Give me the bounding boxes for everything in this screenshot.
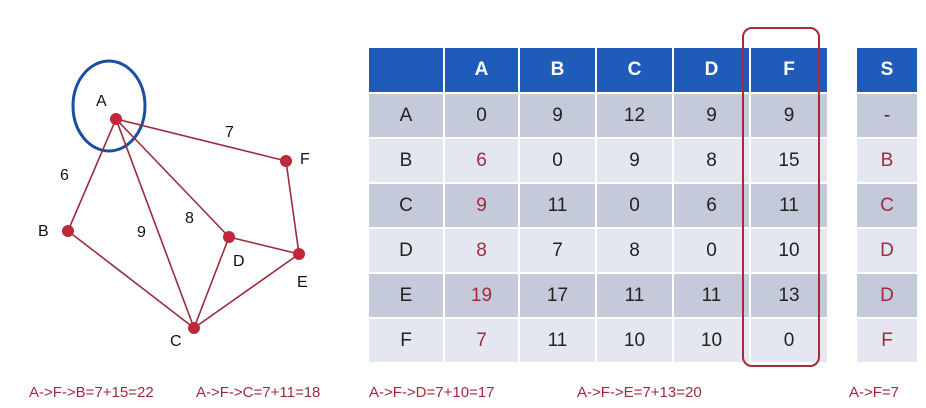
table-cell: 0: [445, 92, 520, 137]
table-cell: 11: [751, 182, 829, 227]
s-cell: C: [857, 182, 917, 227]
node-label-f: F: [300, 151, 310, 168]
table-cell: 11: [597, 272, 674, 317]
edge-f-e: [285, 160, 300, 255]
s-cell: -: [857, 92, 917, 137]
s-cell: D: [857, 227, 917, 272]
s-table: S - B C D D F: [857, 48, 917, 362]
node-c: [188, 322, 200, 334]
table-row: F 7 11 10 10 0: [369, 317, 829, 362]
node-a: [110, 113, 122, 125]
edge-weight-a-b: 6: [60, 167, 69, 184]
table-cell: 10: [597, 317, 674, 362]
table-row: C 9 11 0 6 11: [369, 182, 829, 227]
edge-b-c: [67, 230, 195, 329]
table-row: F: [857, 317, 917, 362]
col-header-c: C: [597, 48, 674, 92]
edge-d-e: [228, 236, 300, 255]
s-header-row: S: [857, 48, 917, 92]
row-label: C: [369, 182, 445, 227]
node-label-e: E: [297, 274, 308, 291]
node-f: [280, 155, 292, 167]
node-e: [293, 248, 305, 260]
row-label: D: [369, 227, 445, 272]
table-cell: 17: [520, 272, 597, 317]
table-cell: 8: [445, 227, 520, 272]
edge-weight-a-c: 9: [137, 224, 146, 241]
table-cell: 13: [751, 272, 829, 317]
matrix-header-row: A B C D F: [369, 48, 829, 92]
table-row: -: [857, 92, 917, 137]
table-cell: 15: [751, 137, 829, 182]
formula-a-f: A->F=7: [849, 384, 900, 401]
table-cell: 9: [674, 92, 751, 137]
table-cell: 11: [520, 317, 597, 362]
node-label-c: C: [170, 333, 182, 350]
table-cell: 8: [674, 137, 751, 182]
edge-c-e: [193, 253, 300, 329]
col-header-f: F: [751, 48, 829, 92]
table-cell: 9: [445, 182, 520, 227]
table-row: D: [857, 227, 917, 272]
edge-a-b: [67, 118, 117, 232]
s-cell: D: [857, 272, 917, 317]
node-label-b: B: [38, 223, 49, 240]
table-cell: 6: [445, 137, 520, 182]
table-row: D: [857, 272, 917, 317]
s-cell: F: [857, 317, 917, 362]
s-cell: B: [857, 137, 917, 182]
edge-weight-a-d: 8: [185, 210, 194, 227]
col-header-a: A: [445, 48, 520, 92]
table-cell: 19: [445, 272, 520, 317]
formula-f-d: A->F->D=7+10=17: [369, 384, 495, 401]
table-row: C: [857, 182, 917, 227]
row-label: A: [369, 92, 445, 137]
table-row: E 19 17 11 11 13: [369, 272, 829, 317]
table-cell: 11: [520, 182, 597, 227]
formula-f-b: A->F->B=7+15=22: [29, 384, 154, 401]
edge-weight-a-f: 7: [225, 124, 234, 141]
table-row: B 6 0 9 8 15: [369, 137, 829, 182]
table-cell: 7: [520, 227, 597, 272]
table-cell: 10: [674, 317, 751, 362]
edge-a-f: [115, 118, 287, 162]
highlight-circle-a: [71, 59, 147, 153]
edge-c-d: [193, 236, 230, 329]
table-cell: 0: [674, 227, 751, 272]
table-cell: 9: [597, 137, 674, 182]
node-b: [62, 225, 74, 237]
table-row: A 0 9 12 9 9: [369, 92, 829, 137]
distance-matrix: A B C D F A 0 9 12 9 9 B 6 0 9 8 15 C 9 …: [369, 48, 829, 362]
row-label: F: [369, 317, 445, 362]
formula-f-c: A->F->C=7+11=18: [196, 384, 321, 401]
table-row: B: [857, 137, 917, 182]
node-d: [223, 231, 235, 243]
row-label: B: [369, 137, 445, 182]
table-cell: 0: [520, 137, 597, 182]
matrix-corner: [369, 48, 445, 92]
table-cell: 8: [597, 227, 674, 272]
table-cell: 0: [751, 317, 829, 362]
edge-a-d: [115, 118, 230, 238]
node-label-a: A: [96, 93, 107, 110]
col-header-d: D: [674, 48, 751, 92]
table-row: D 8 7 8 0 10: [369, 227, 829, 272]
table-cell: 10: [751, 227, 829, 272]
s-header: S: [857, 48, 917, 92]
edge-a-c: [115, 118, 195, 329]
table-cell: 12: [597, 92, 674, 137]
col-header-b: B: [520, 48, 597, 92]
table-cell: 6: [674, 182, 751, 227]
table-cell: 7: [445, 317, 520, 362]
table-cell: 9: [751, 92, 829, 137]
formula-f-e: A->F->E=7+13=20: [577, 384, 702, 401]
node-label-d: D: [233, 253, 245, 270]
row-label: E: [369, 272, 445, 317]
table-cell: 0: [597, 182, 674, 227]
table-cell: 11: [674, 272, 751, 317]
weighted-graph: A B C D E F 6 7 9 8: [38, 59, 310, 350]
table-cell: 9: [520, 92, 597, 137]
